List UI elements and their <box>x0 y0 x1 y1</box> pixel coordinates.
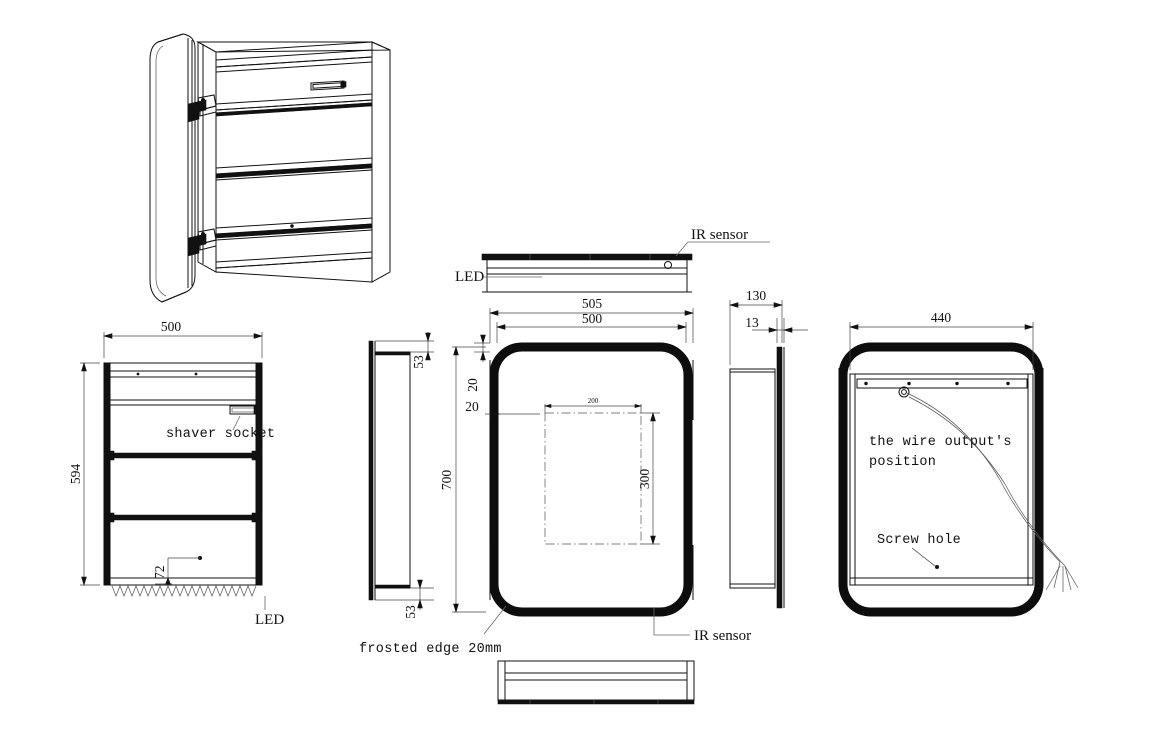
door-edge-left-dimension: 20 <box>465 399 540 417</box>
front-height-dimension: 594 <box>68 361 100 587</box>
side-top-depth-value: 53 <box>411 355 426 369</box>
door-frosted-frame <box>489 342 693 617</box>
frosted-edge-leader <box>483 605 507 635</box>
top-view: IR sensor LED <box>455 227 770 293</box>
right-side-depth-dimension: 130 <box>728 288 784 365</box>
interior-sensor-dot <box>290 224 294 228</box>
back-view: the wire output's position Screw hole 44… <box>838 310 1079 617</box>
rail-screw-hole-4 <box>1006 381 1010 386</box>
screw-hole-label: Screw hole <box>877 533 961 548</box>
door-inner-width-value: 500 <box>582 311 603 326</box>
back-bracket-width-value: 440 <box>931 310 952 325</box>
wire-output-grommet <box>898 386 910 398</box>
sensor-zone-width-dimension: 200 <box>543 397 643 413</box>
screw-hole-leader <box>911 547 936 567</box>
sensor-zone-height-dimension: 300 <box>637 411 660 546</box>
led-label-top: LED <box>455 269 484 285</box>
bottom-view <box>497 660 695 705</box>
isometric-open-cabinet-view <box>149 33 391 303</box>
side-top-depth-dimension: 53 <box>375 332 434 369</box>
door-edge-top-value: 20 <box>465 378 480 392</box>
door-height-value: 700 <box>439 470 454 491</box>
door-height-dimension: 700 <box>439 345 486 614</box>
hinge-upper <box>187 94 217 123</box>
left-side-section-view: 53 53 <box>368 332 434 619</box>
frosted-edge-label: frosted edge 20mm <box>359 642 502 657</box>
rail-screw-hole-1 <box>864 381 868 386</box>
door-thickness-dimension: 13 <box>745 315 808 343</box>
shaver-socket-detail <box>229 405 263 415</box>
front-width-value: 500 <box>161 319 182 334</box>
shaver-socket-label: shaver socket <box>166 427 275 442</box>
door-edge-top-dimension: 20 <box>465 334 490 392</box>
interior-front-view: shaver socket 72 LED <box>68 319 284 628</box>
side-bottom-depth-value: 53 <box>403 605 418 619</box>
door-outer-width-dimension: 505 <box>488 296 695 343</box>
ir-sensor-label-top: IR sensor <box>691 227 748 243</box>
ir-sensor-leader-door <box>653 608 690 636</box>
ir-sensor-hole-top <box>664 261 672 269</box>
door-thickness-value: 13 <box>745 315 759 330</box>
hinge-lower <box>187 228 217 257</box>
power-cable <box>906 392 1079 592</box>
mirror-door-front-view: 200 300 505 <box>359 296 751 657</box>
mounting-rail <box>856 378 1028 389</box>
led-strip-zigzag <box>111 585 257 597</box>
wire-output-label-line1: the wire output's <box>869 435 1012 450</box>
rail-screw-hole-2 <box>907 381 911 386</box>
right-side-view: 130 13 <box>728 288 808 609</box>
side-bottom-depth-dimension: 53 <box>375 579 434 619</box>
back-frosted-frame <box>838 342 1044 617</box>
led-label-front: LED <box>255 612 284 628</box>
door-sensor-zone <box>544 412 642 545</box>
door-edge-left-value: 20 <box>465 399 479 414</box>
sensor-zone-width-value: 200 <box>588 397 599 405</box>
ir-sensor-label-door: IR sensor <box>694 628 751 644</box>
screw-hole-dot <box>935 565 939 569</box>
led-offset-dimension: 72 <box>152 566 167 580</box>
front-width-dimension: 500 <box>102 319 264 358</box>
shaver-socket-leader <box>232 415 241 431</box>
ir-sensor-leader-top <box>675 241 770 257</box>
rail-screw-hole-3 <box>955 381 959 386</box>
wire-output-label-line2: position <box>869 455 936 470</box>
back-bracket-width-dimension: 440 <box>848 310 1035 370</box>
sensor-zone-height-value: 300 <box>637 469 652 490</box>
right-side-depth-value: 130 <box>746 288 767 303</box>
front-height-value: 594 <box>68 464 83 485</box>
door-inner-width-dimension: 500 <box>495 311 688 343</box>
door-outer-width-value: 505 <box>582 296 603 311</box>
